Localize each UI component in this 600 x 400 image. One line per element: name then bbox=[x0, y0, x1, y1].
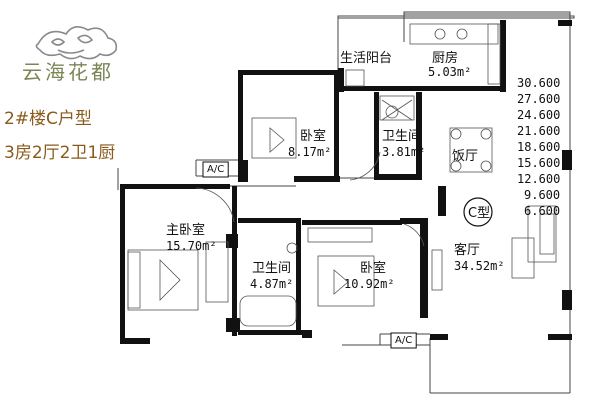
bedroom-bed-icon bbox=[317, 255, 375, 307]
building-type: 2#楼C户型 bbox=[4, 109, 92, 129]
ac-label: A/C bbox=[207, 164, 224, 175]
floor-level: 6.600 bbox=[524, 204, 560, 218]
washer-icon bbox=[345, 69, 365, 87]
ac-box-border bbox=[202, 161, 229, 178]
room-area-bath-bottom: 4.87m² bbox=[250, 277, 293, 291]
room-label-bedroom-bottom: 卧室 bbox=[360, 260, 386, 276]
sofa-icon bbox=[527, 205, 557, 263]
floor-level: 30.600 bbox=[517, 76, 560, 90]
coffee-table-icon bbox=[511, 237, 535, 279]
door-icon bbox=[349, 151, 381, 181]
unit-type-badge-text: C型 bbox=[468, 206, 490, 221]
ac-label: A/C bbox=[395, 335, 412, 346]
floor-level: 24.600 bbox=[517, 108, 560, 122]
room-area-bedroom-top: 8.17m² bbox=[288, 145, 331, 159]
room-area-kitchen: 5.03m² bbox=[428, 65, 471, 79]
room-label-balcony: 生活阳台 bbox=[340, 51, 392, 66]
bedroom-bed-icon bbox=[251, 117, 297, 159]
room-area-living: 34.52m² bbox=[454, 259, 505, 273]
floor-level: 15.600 bbox=[517, 156, 560, 170]
door-icon bbox=[195, 187, 235, 223]
room-area-master-bedroom: 15.70m² bbox=[166, 239, 217, 253]
unit-type-badge: C型 bbox=[463, 197, 493, 227]
ac-box: A/C bbox=[390, 332, 417, 349]
dining-table-icon bbox=[449, 127, 493, 173]
master-bed-icon bbox=[127, 249, 199, 311]
room-label-living: 客厅 bbox=[454, 242, 480, 258]
tv-cabinet-icon bbox=[431, 249, 443, 291]
room-label-bath-top: 卫生间 bbox=[382, 129, 421, 144]
walls bbox=[120, 20, 572, 344]
ac-box: A/C bbox=[202, 161, 229, 178]
ac-box-border bbox=[390, 332, 417, 349]
room-label-bedroom-top: 卧室 bbox=[300, 128, 326, 144]
toilet-icon bbox=[385, 105, 399, 119]
floor-level: 27.600 bbox=[517, 92, 560, 106]
sink-icon bbox=[286, 242, 298, 254]
wardrobe-icon bbox=[307, 227, 373, 243]
brand-name: 云海花都 bbox=[22, 60, 114, 84]
floor-level: 18.600 bbox=[517, 140, 560, 154]
room-label-master-bedroom: 主卧室 bbox=[166, 222, 205, 238]
door-icon bbox=[403, 223, 425, 247]
room-label-kitchen: 厨房 bbox=[432, 50, 458, 66]
room-area-bedroom-bottom: 10.92m² bbox=[344, 277, 395, 291]
kitchen-counter-icon bbox=[409, 23, 499, 45]
floor-level: 12.600 bbox=[517, 172, 560, 186]
bathtub-icon bbox=[239, 295, 297, 327]
room-label-dining: 饭厅 bbox=[452, 149, 478, 164]
floor-level: 9.600 bbox=[524, 188, 560, 202]
furniture bbox=[127, 23, 557, 327]
floor-level: 21.600 bbox=[517, 124, 560, 138]
cloud-logo-icon bbox=[35, 26, 118, 60]
floor-level-list: 30.600 27.600 24.600 21.600 18.600 15.60… bbox=[517, 76, 560, 218]
wardrobe-icon bbox=[205, 241, 229, 303]
room-area-bath-top: 3.81m² bbox=[382, 145, 425, 159]
unit-layout: 3房2厅2卫1厨 bbox=[4, 143, 116, 163]
room-label-bath-bottom: 卫生间 bbox=[252, 261, 291, 276]
